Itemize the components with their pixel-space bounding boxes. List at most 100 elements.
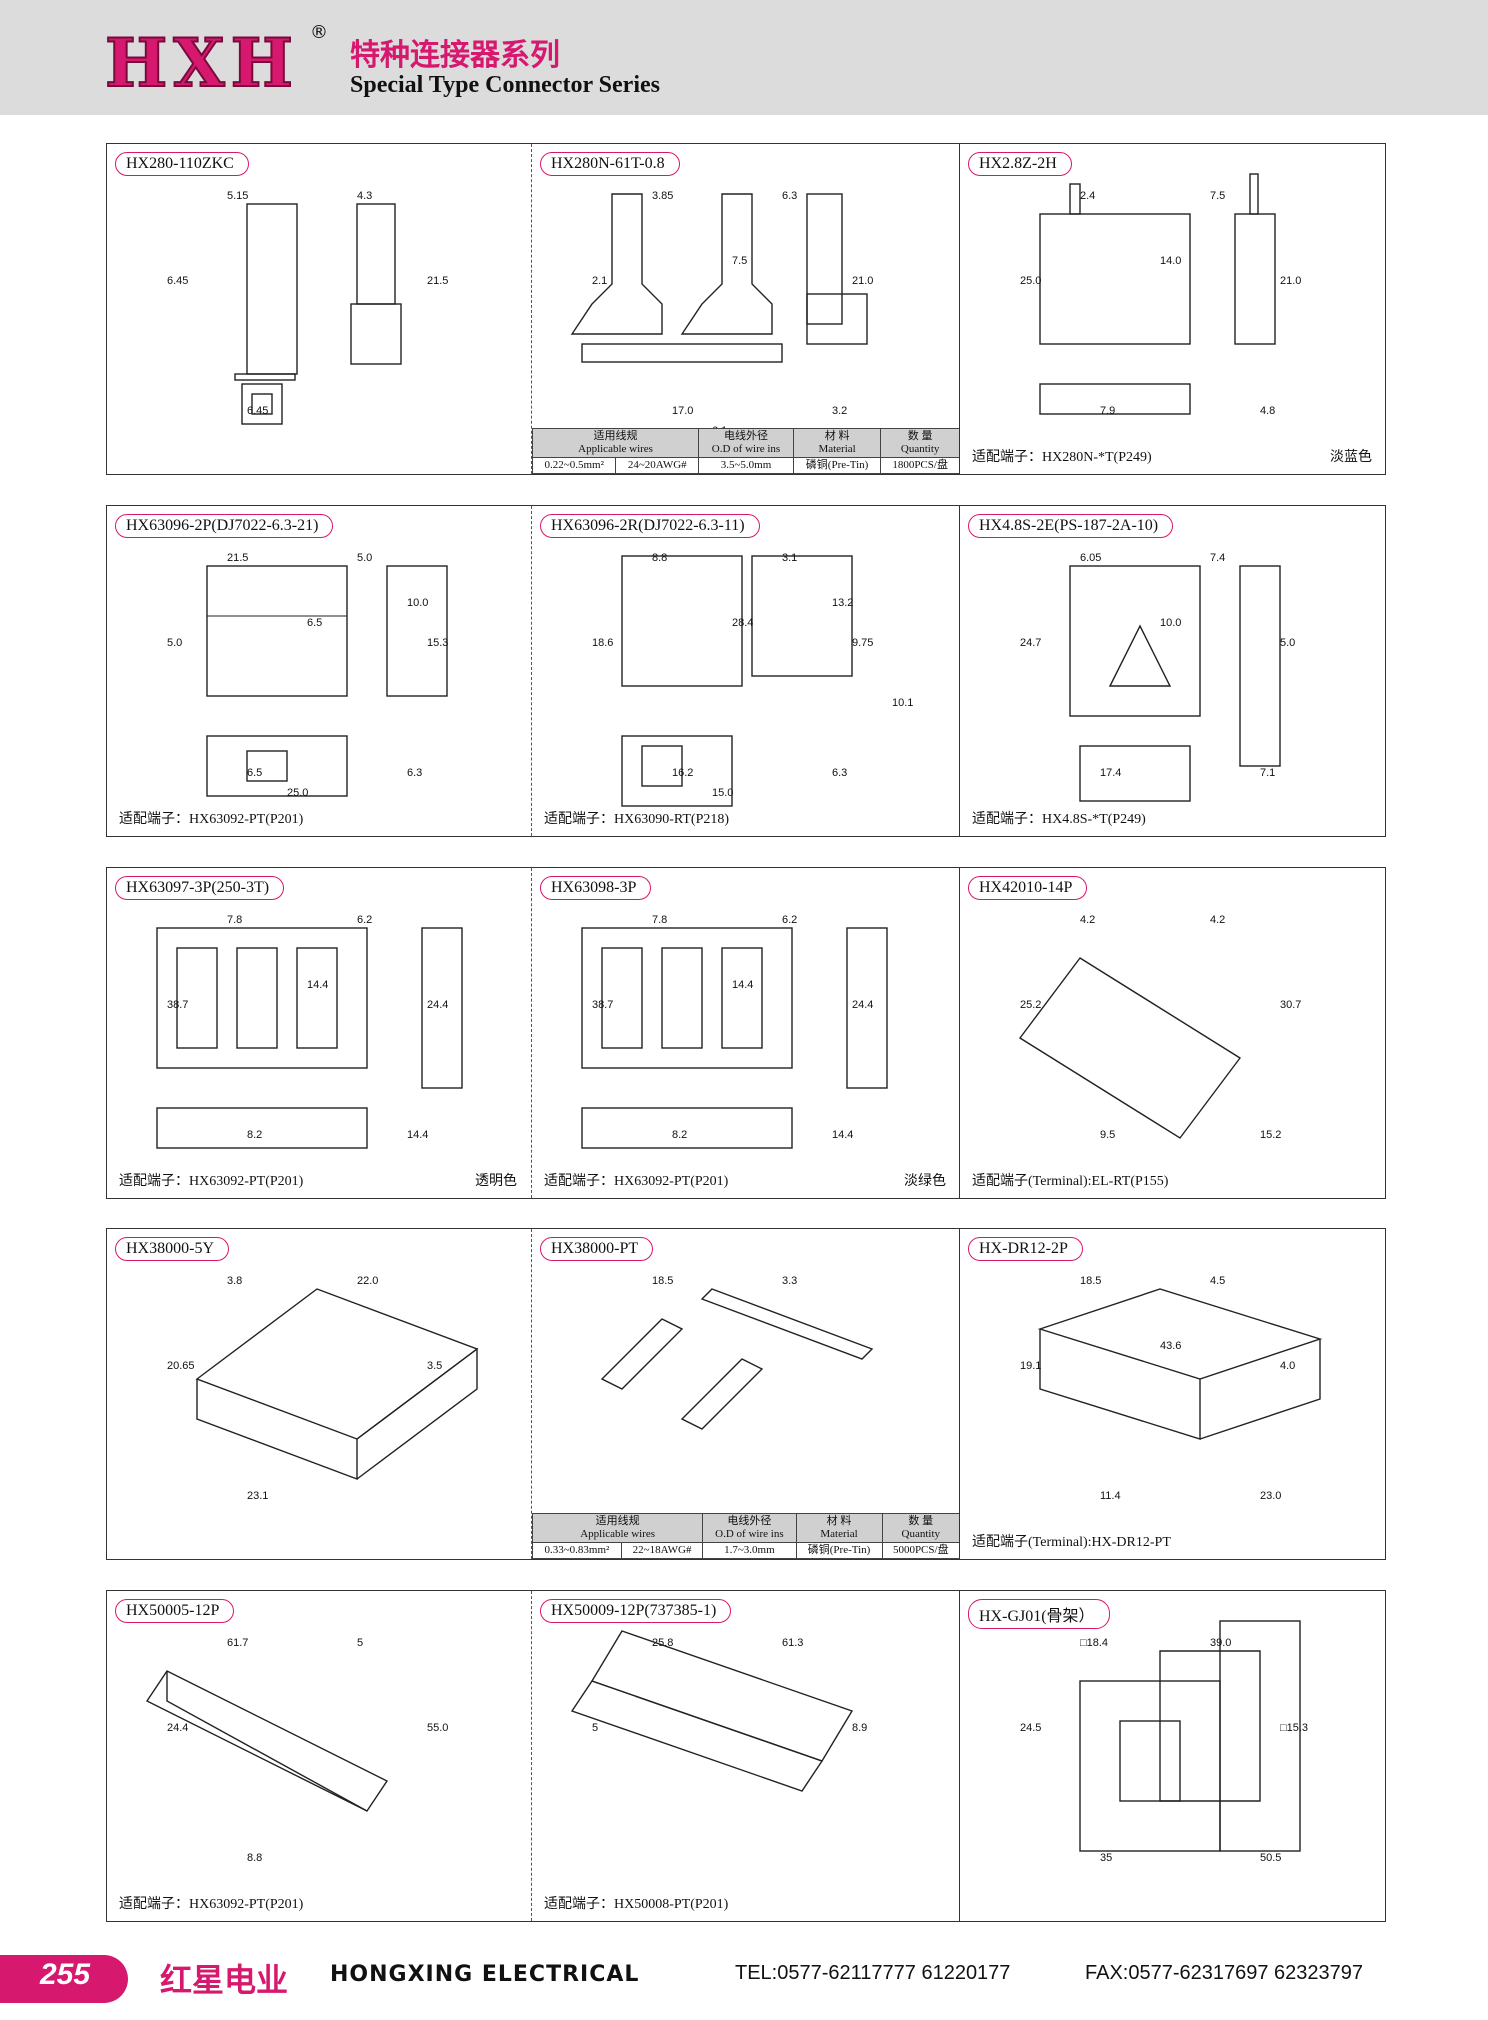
drawing-outline [296,947,338,1049]
dimension-label: 11.4 [1100,1490,1121,1502]
dimension-label: 25.0 [1020,275,1041,287]
mating-terminal-note: 适配端子：HX50008-PT(P201) [544,1897,729,1912]
mating-terminal-note: 适配端子(Terminal):EL-RT(P155) [972,1174,1169,1189]
drawing-outline [236,947,278,1049]
dimension-label: 6.05 [1080,552,1101,564]
drawing-outline [641,745,683,787]
dimension-label: 14.4 [407,1129,428,1141]
drawing-outline [1159,1650,1261,1802]
dimension-label: 38.7 [592,999,613,1011]
drawing-outline [570,193,663,335]
drawing-outline [206,735,348,797]
dimension-label: 3.5 [427,1360,442,1372]
drawing-outline [156,1107,368,1149]
spec-value: 0.33~0.83mm² [532,1542,622,1559]
dimension-label: 2.4 [1080,190,1095,202]
model-label: HX38000-5Y [115,1237,229,1261]
dimension-label: 21.5 [427,275,448,287]
drawing-outline [356,1347,478,1480]
spec-header-cn: 电线外径 [724,430,768,442]
drawing-outline [570,1680,824,1792]
dimension-label: 17.0 [672,405,693,417]
dimension-label: 25.0 [287,787,308,799]
model-label: HX4.8S-2E(PS-187-2A-10) [968,514,1174,538]
model-label: HX-DR12-2P [968,1237,1083,1261]
dimension-label: 6.45 [247,405,268,417]
drawing-outline [806,293,868,345]
drawing-outline [1079,745,1191,802]
dimension-label: 43.6 [1160,1340,1181,1352]
drawing-outline [1234,213,1276,345]
page-header: HXH ® 特种连接器系列 Special Type Connector Ser… [0,0,1488,115]
dimension-label: 25.2 [1020,999,1041,1011]
technical-drawing: 3.856.321.02.117.03.27.56.1 [570,190,873,437]
drawing-outline [581,343,783,363]
drawing-outline [386,565,448,697]
drawing-outline [166,1671,368,1812]
drawing-outline [1079,1680,1221,1852]
spec-header-en: Quantity [900,443,940,455]
spec-header-en: Material [818,443,856,455]
drawing-outline [621,735,733,807]
dimension-label: 3.8 [227,1275,242,1287]
model-label: HX50009-12P(737385-1) [540,1599,732,1623]
dimension-label: 8.9 [852,1722,867,1734]
mating-terminal-note: 适配端子：HX280N-*T(P249) [972,450,1152,465]
dimension-label: 9.5 [1100,1129,1115,1141]
drawing-outline [176,947,218,1049]
dimension-label: 5 [357,1637,363,1649]
drawing-outline [601,947,643,1049]
dimension-label: 3.3 [782,1275,797,1287]
model-label: HX280N-61T-0.8 [540,152,680,176]
dimension-label: 28.4 [732,617,753,629]
series-title-en: Special Type Connector Series [350,72,660,98]
company-name-en: HONGXING ELECTRICAL [330,1962,640,1987]
color-note: 淡蓝色 [1330,450,1372,465]
drawing-outline [661,947,703,1049]
brand-logo: HXH [104,24,299,102]
company-name-cn: 红星电业 [160,1961,289,1999]
dimension-label: 19.1 [1020,1360,1041,1372]
dimension-label: 5.0 [357,552,372,564]
mating-terminal-note: 适配端子：HX63092-PT(P201) [119,1174,304,1189]
dimension-label: 10.0 [1160,617,1181,629]
page-number: 255 [40,1958,91,1991]
drawing-outline [621,555,743,687]
drawing-outline [251,393,273,415]
dimension-label: 21.0 [1280,275,1301,287]
dimension-label: 18.6 [592,637,613,649]
drawing-outline [846,927,888,1089]
dimension-label: 20.65 [167,1360,195,1372]
model-label: HX42010-14P [968,876,1088,900]
dimension-label: 5.0 [167,637,182,649]
drawing-outline [1018,957,1242,1139]
spec-header-en: Applicable wires [580,1528,656,1540]
dimension-label: 14.4 [732,979,753,991]
dimension-label: 4.2 [1080,914,1095,926]
spec-header-en: O.D of wire ins [715,1528,784,1540]
dimension-label: 14.0 [1160,255,1181,267]
dimension-line [1079,957,1241,1059]
dimension-label: 24.4 [427,999,448,1011]
dimension-label: 38.7 [167,999,188,1011]
mating-terminal-note: 适配端子：HX63092-PT(P201) [544,1174,729,1189]
spec-header-en: O.D of wire ins [711,443,781,455]
